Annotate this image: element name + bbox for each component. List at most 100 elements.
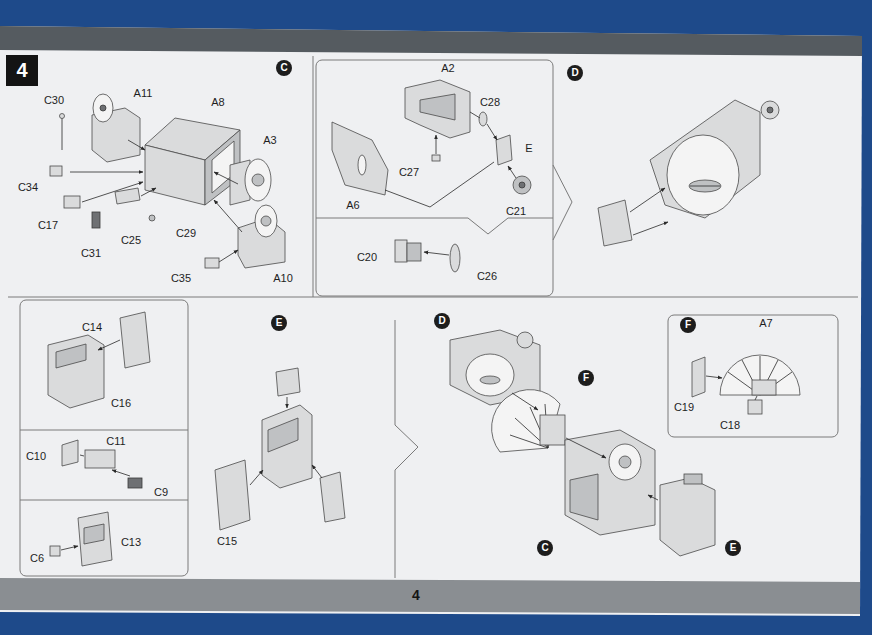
part-drawing xyxy=(252,174,264,186)
part-drawing xyxy=(619,456,631,468)
part-drawing xyxy=(219,250,238,262)
part-drawing xyxy=(276,368,300,396)
part-drawing xyxy=(250,470,263,485)
part-drawing xyxy=(450,244,460,272)
part-drawing xyxy=(479,112,487,126)
page-ground xyxy=(0,26,862,56)
page-ground xyxy=(0,26,862,616)
part-drawing xyxy=(598,200,632,246)
part-number: C6 xyxy=(30,552,44,564)
part-drawing xyxy=(100,105,106,111)
part-number: A8 xyxy=(211,96,224,108)
part-drawing xyxy=(692,357,705,397)
assembly-letter-circle: D xyxy=(434,313,450,329)
panel-rule xyxy=(668,315,838,437)
part-number: A3 xyxy=(263,134,276,146)
part-number: A7 xyxy=(759,317,772,329)
panel-rule xyxy=(20,300,188,576)
part-drawing xyxy=(513,176,531,194)
panel-rule xyxy=(8,297,858,298)
part-drawing xyxy=(50,94,285,268)
assembly-letter: F xyxy=(583,373,589,383)
part-number: C14 xyxy=(82,321,102,333)
part-drawing xyxy=(214,172,238,184)
part-drawing xyxy=(385,162,494,207)
part-drawing xyxy=(570,474,598,520)
step-number-box: 4 xyxy=(6,55,38,86)
assembly-letter-circle: C xyxy=(276,60,292,76)
part-drawing xyxy=(262,405,312,488)
part-drawing xyxy=(261,216,271,226)
part-drawing xyxy=(517,332,533,348)
part-drawing xyxy=(149,215,155,221)
part-drawing xyxy=(466,354,514,396)
page-number: 4 xyxy=(412,588,420,603)
part-drawing xyxy=(112,470,130,476)
part-number: C35 xyxy=(171,272,191,284)
part-drawing xyxy=(214,200,242,232)
part-drawing xyxy=(755,396,757,400)
assembly-letter-circle: C xyxy=(537,540,553,556)
part-number: C25 xyxy=(121,234,141,246)
part-number: A10 xyxy=(273,272,293,284)
part-drawing xyxy=(84,524,104,544)
part-drawing xyxy=(215,368,345,530)
part-drawing xyxy=(120,312,150,368)
part-drawing xyxy=(689,180,721,192)
part-drawing xyxy=(332,80,531,272)
part-drawing xyxy=(690,186,720,187)
part-drawing xyxy=(684,474,702,484)
part-drawing xyxy=(650,100,760,218)
part-drawing xyxy=(667,135,739,215)
part-drawing xyxy=(470,112,480,118)
assembly-letter: F xyxy=(685,320,691,330)
part-number: C31 xyxy=(81,247,101,259)
part-drawing xyxy=(332,122,388,195)
part-drawing xyxy=(48,335,104,408)
part-drawing xyxy=(62,116,63,150)
panel-rule xyxy=(313,56,314,297)
part-drawing xyxy=(128,478,142,488)
part-drawing xyxy=(60,114,65,119)
part-drawing xyxy=(61,546,78,550)
part-drawing xyxy=(320,472,345,522)
part-drawing xyxy=(432,155,440,161)
part-drawing xyxy=(752,380,776,395)
part-drawing xyxy=(93,94,113,122)
assembly-letter: C xyxy=(541,543,548,553)
part-drawing xyxy=(633,222,668,235)
assembly-letter-circle: F xyxy=(578,370,594,386)
part-drawing xyxy=(48,312,150,566)
part-drawing xyxy=(706,376,722,378)
part-drawing xyxy=(128,140,145,150)
part-drawing xyxy=(609,444,641,480)
part-drawing xyxy=(450,330,715,556)
part-drawing xyxy=(660,478,715,556)
assembly-letter: D xyxy=(571,68,578,78)
part-number: A6 xyxy=(346,199,359,211)
part-number: C11 xyxy=(106,435,125,447)
part-number: C18 xyxy=(720,419,740,431)
part-drawing xyxy=(436,135,437,154)
part-number: A2 xyxy=(441,62,454,74)
part-drawing xyxy=(205,258,219,268)
panel-rule xyxy=(316,60,553,296)
part-drawing xyxy=(630,188,665,212)
part-number: C26 xyxy=(477,270,497,282)
assembly-letter: C xyxy=(280,63,287,73)
panel-rule xyxy=(20,430,188,431)
part-number: C20 xyxy=(357,251,377,263)
assembly-letter-circle: F xyxy=(680,317,696,333)
part-number: C16 xyxy=(111,397,131,409)
part-drawing xyxy=(761,101,779,119)
part-drawing xyxy=(255,205,277,237)
part-number: C9 xyxy=(154,486,168,498)
part-drawing xyxy=(720,355,800,395)
part-drawing xyxy=(80,455,84,456)
part-drawing xyxy=(405,80,470,138)
part-number: C10 xyxy=(26,450,46,462)
part-drawing xyxy=(420,94,455,120)
part-drawing xyxy=(648,495,658,500)
